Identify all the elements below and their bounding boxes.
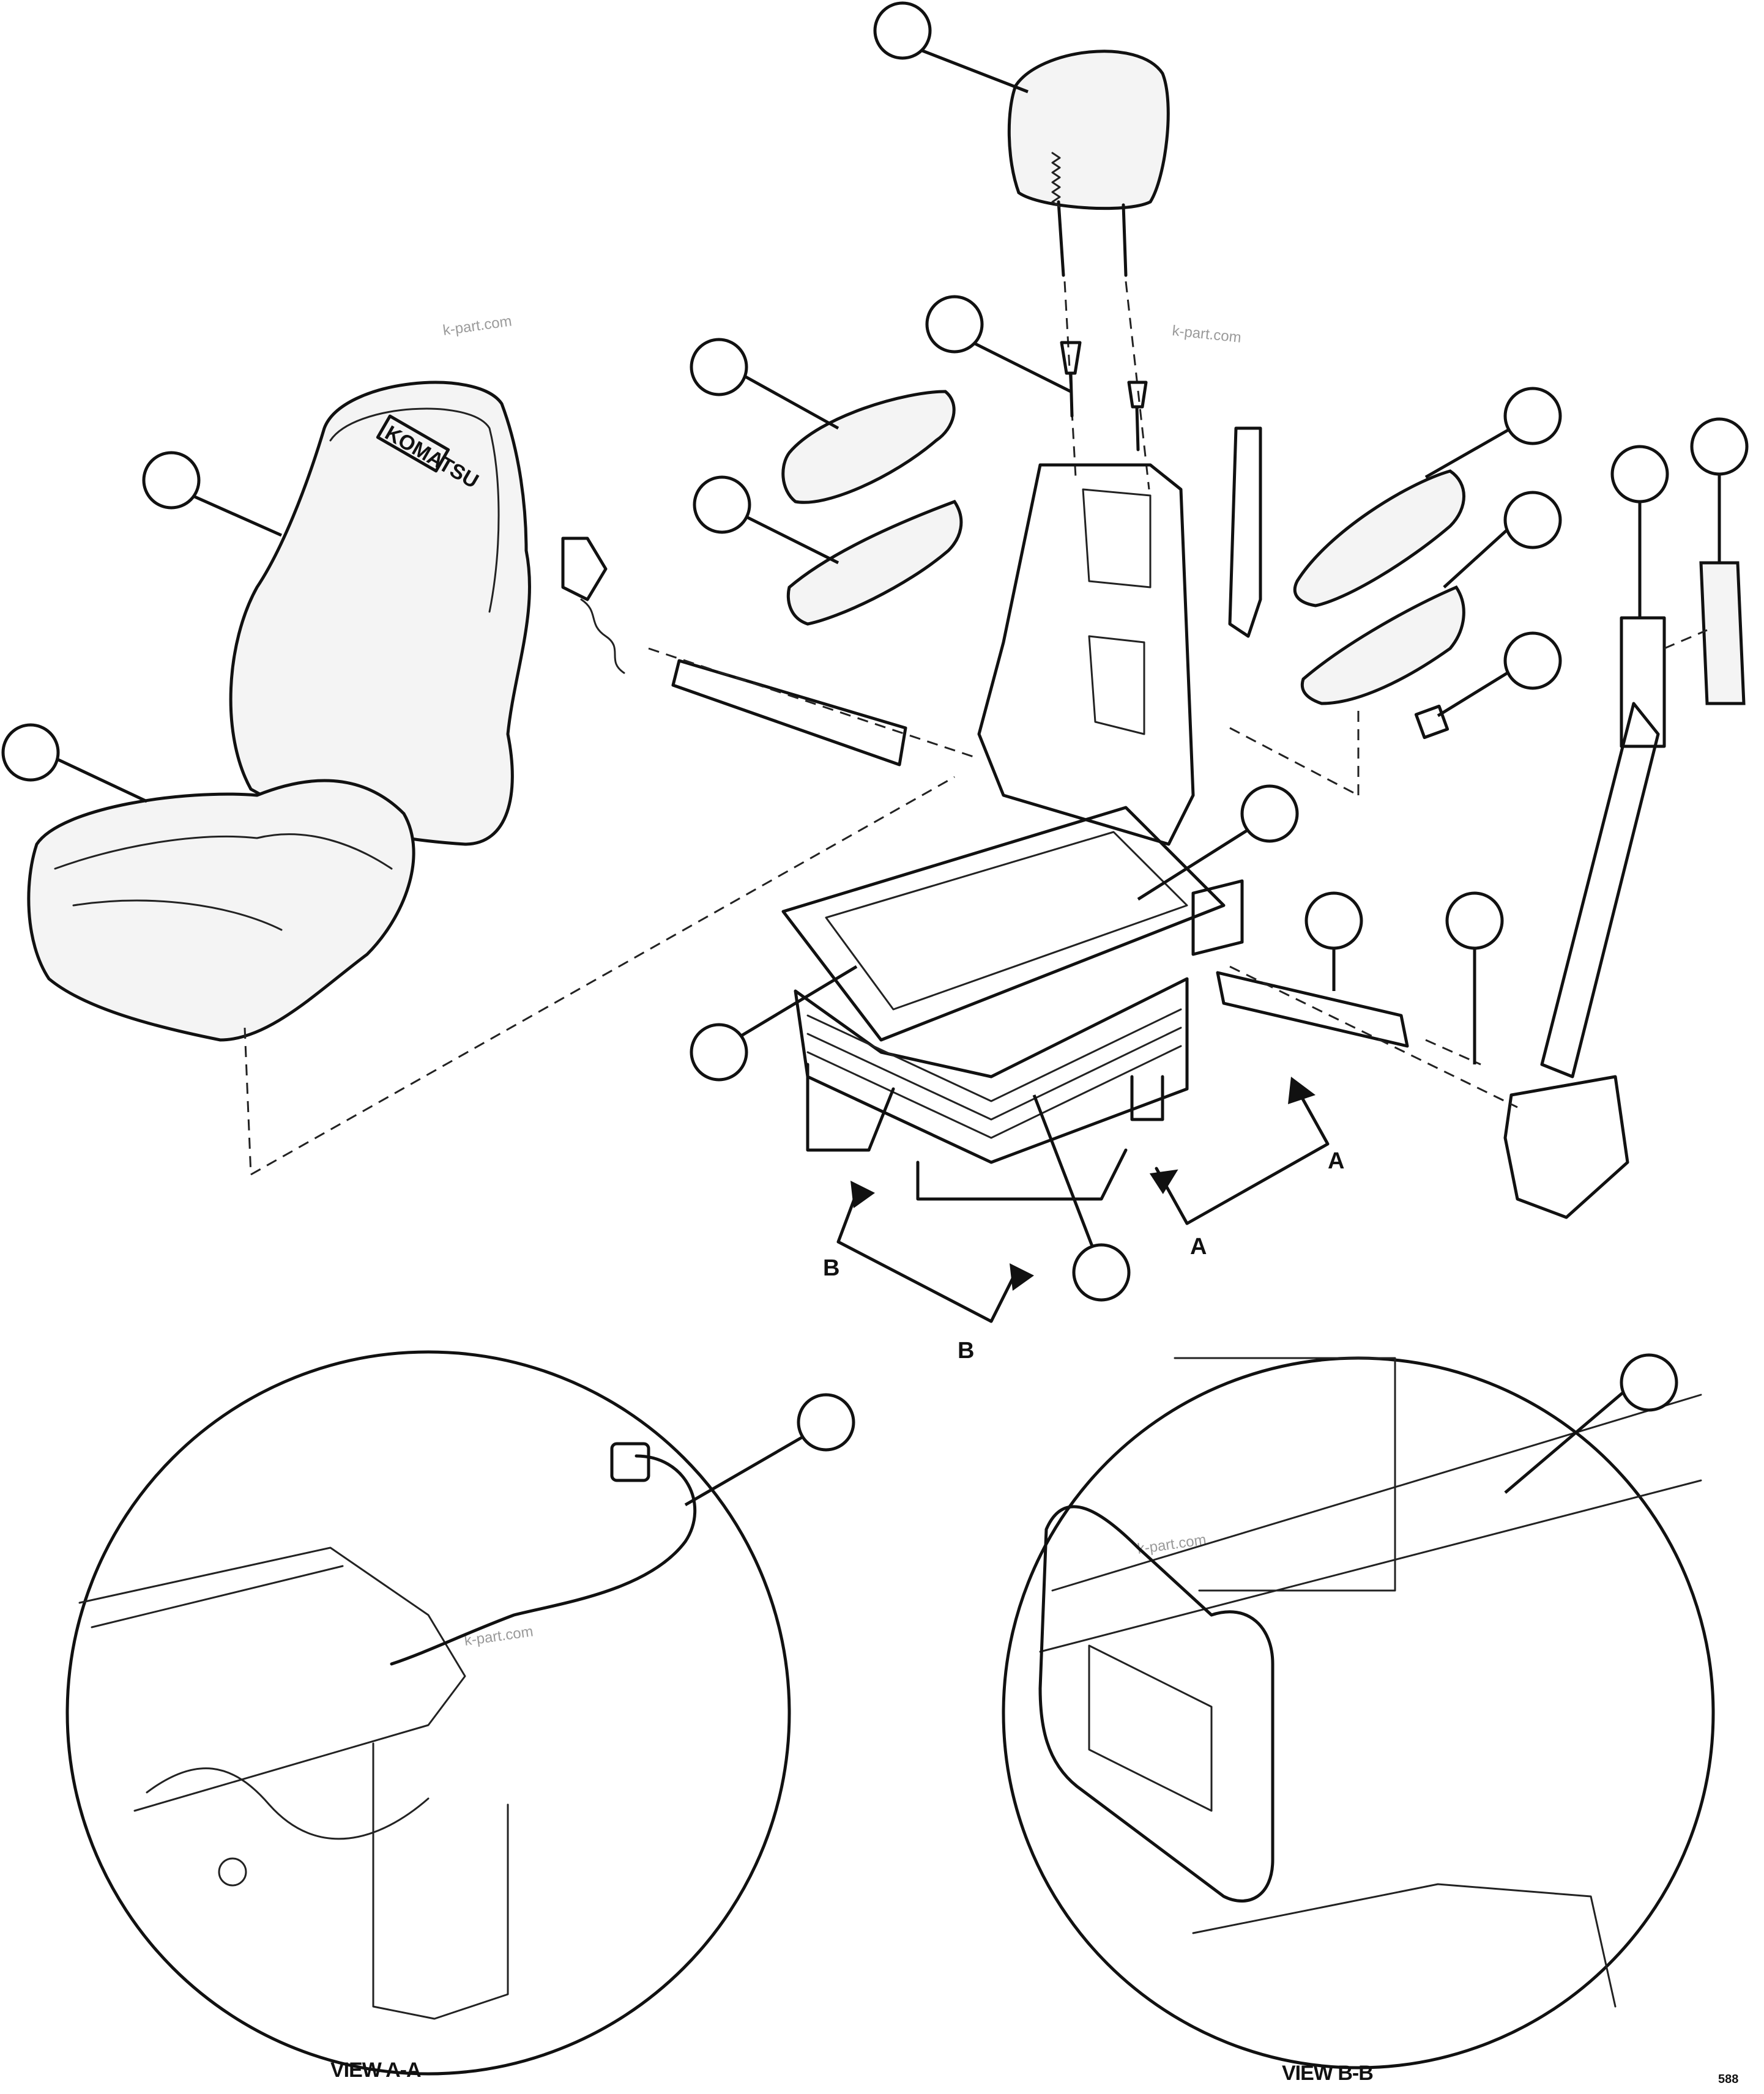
callout-bubble-armrest-base-left xyxy=(693,475,751,534)
callout-bubble-cover xyxy=(1690,417,1749,476)
callout-bubbles xyxy=(1,1,1749,1507)
callout-bubble-armrest-right xyxy=(1503,387,1562,445)
callout-bubble-armrest-base-right xyxy=(1503,491,1562,549)
section-arrow-b: B B xyxy=(823,1181,1034,1364)
watermark-top-left: k-part.com xyxy=(442,313,513,339)
callout-bubble-backrest xyxy=(142,451,201,510)
assembly-dash-lines xyxy=(244,629,1708,1176)
callout-leader-guide xyxy=(959,335,1072,393)
callout-leader-harness xyxy=(684,1436,803,1507)
headrest-guides xyxy=(1060,281,1150,490)
shoulder-belt-retractor xyxy=(1503,561,1746,1219)
callout-bubble-harness xyxy=(797,1393,855,1452)
callout-leader-slide-rail xyxy=(733,965,858,1042)
drawing-number: 588 xyxy=(1718,2073,1738,2086)
callout-bubble-headrest xyxy=(873,1,932,60)
seat-cushion-cover xyxy=(27,779,415,1042)
callout-leader-cushion xyxy=(42,751,148,803)
seat-frame xyxy=(781,426,1262,1201)
armrest-left xyxy=(781,390,963,626)
callout-leader-armrest-left xyxy=(727,365,839,430)
callout-leader-bracket xyxy=(1504,1387,1629,1494)
detail-view-b xyxy=(1002,1356,1715,2070)
callout-bubble-guide xyxy=(925,295,984,354)
callout-bubble-slide-rail xyxy=(690,1023,748,1082)
callout-bubble-retractor xyxy=(1610,445,1669,503)
watermark-view-a: k-part.com xyxy=(463,1623,534,1649)
callout-bubble-lap-belt xyxy=(1304,891,1363,950)
section-marker-a-lower: A xyxy=(1190,1234,1207,1260)
seat-belt-right xyxy=(1216,971,1481,1066)
backrest-cover: KOMATSU xyxy=(229,381,531,846)
detail-view-a xyxy=(65,1350,791,2076)
section-marker-b-left: B xyxy=(823,1255,839,1281)
callout-leader-armrest-right xyxy=(1424,426,1513,479)
callout-bubble-suspension xyxy=(1240,784,1299,843)
callout-bubble-bracket xyxy=(1620,1353,1678,1412)
callout-leader-suspension xyxy=(1137,824,1256,901)
view-caption-a: VIEW A-A xyxy=(330,2059,421,2082)
callout-bubble-bellows xyxy=(1072,1243,1131,1302)
seat-belt-left xyxy=(561,536,907,767)
section-marker-b-right: B xyxy=(958,1338,974,1364)
watermark-top-right: k-part.com xyxy=(1171,322,1242,346)
armrest-right xyxy=(1293,469,1465,740)
callout-leader-headrest xyxy=(917,47,1029,94)
callout-bubble-cushion xyxy=(1,723,60,782)
callout-leader-armrest-base-right xyxy=(1443,525,1513,588)
view-caption-b: VIEW B-B xyxy=(1282,2062,1373,2085)
callout-bubble-armrest-left xyxy=(690,338,748,396)
section-arrow-a: A A xyxy=(1149,1077,1344,1260)
section-marker-a-upper: A xyxy=(1328,1148,1344,1174)
callout-leader-bellows xyxy=(1032,1094,1097,1255)
callout-leader-switch xyxy=(1437,665,1519,718)
headrest xyxy=(1007,50,1170,277)
callout-bubble-bolt xyxy=(1445,891,1504,950)
callout-bubble-switch xyxy=(1503,631,1562,690)
